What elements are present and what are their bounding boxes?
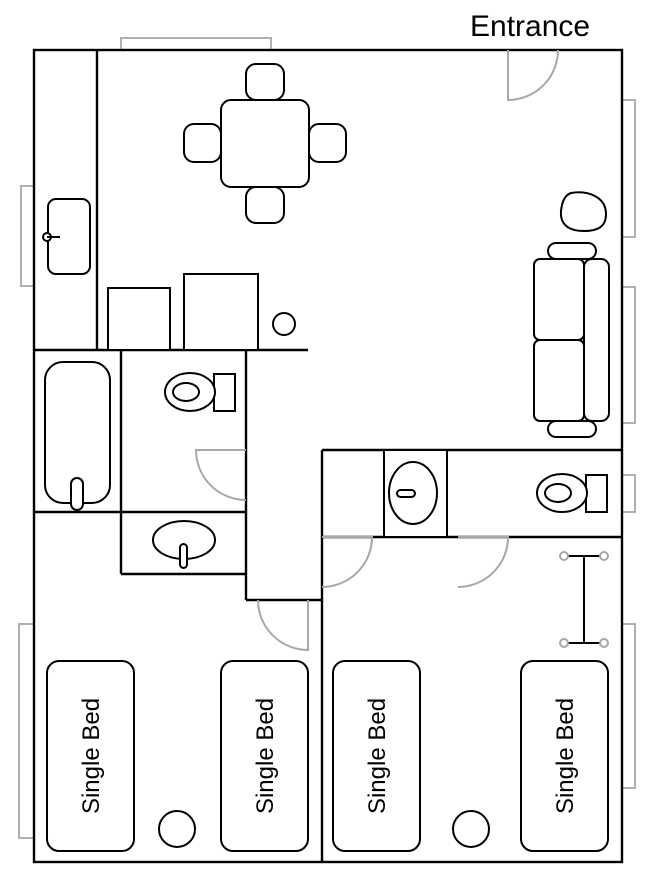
- single-bed-3: [332, 660, 421, 852]
- outer-wall: [32, 48, 624, 864]
- chair-bottom: [245, 186, 285, 224]
- living-area: [533, 191, 610, 438]
- door-bathroom-left: [194, 449, 247, 501]
- doors: [194, 49, 559, 652]
- sofa-cushion-1: [533, 258, 585, 341]
- sofa-arm-bottom: [547, 420, 597, 438]
- dining-set: [183, 63, 347, 224]
- chair-left: [183, 123, 222, 163]
- single-bed-2: [220, 660, 309, 852]
- single-bed-2-label: Single Bed: [252, 698, 279, 814]
- window-top: [120, 37, 272, 51]
- window-right-upper: [621, 99, 636, 238]
- window-right-bath: [621, 474, 636, 513]
- clothes-rail: [559, 551, 609, 648]
- kitchen-bin: [272, 312, 296, 336]
- bathroom-sink-faucet-left: [179, 543, 188, 569]
- beds: Single Bed Single Bed Single Bed Single …: [46, 660, 609, 852]
- sofa-cushion-2: [533, 339, 585, 422]
- single-bed-1: [46, 660, 135, 852]
- window-right-middle: [621, 286, 636, 424]
- bathroom-left: [44, 361, 236, 569]
- toilet-tank-left: [213, 373, 236, 412]
- window-left-lower: [18, 623, 35, 839]
- window-left-upper: [20, 185, 35, 287]
- nightstand-right: [452, 810, 490, 848]
- sofa-back: [583, 258, 610, 422]
- single-bed-1-label: Single Bed: [78, 698, 105, 814]
- door-bedroom-left: [257, 599, 309, 652]
- door-bathroom-right: [457, 536, 510, 588]
- toilet-tank-right: [585, 474, 608, 513]
- dining-table: [220, 99, 310, 188]
- nightstand-left: [158, 810, 196, 848]
- bathroom-sink-faucet-right: [396, 489, 416, 498]
- kitchen-cabinet-right: [183, 273, 259, 351]
- kitchen-cabinet-left: [107, 287, 171, 351]
- chair-right: [308, 123, 347, 163]
- interior-walls: [34, 50, 622, 862]
- door-corridor: [321, 536, 374, 588]
- kitchen: [42, 198, 296, 351]
- bathroom-right: [383, 449, 608, 538]
- chair-top: [245, 63, 285, 101]
- bathtub-faucet: [70, 477, 84, 511]
- entrance-label: Entrance: [470, 10, 590, 43]
- sofa-arm-top: [547, 242, 597, 260]
- single-bed-3-label: Single Bed: [364, 698, 391, 814]
- single-bed-4: [520, 660, 609, 852]
- door-entrance: [507, 49, 559, 102]
- single-bed-4-label: Single Bed: [552, 698, 579, 814]
- side-table: [559, 191, 608, 233]
- window-right-lower: [621, 623, 636, 789]
